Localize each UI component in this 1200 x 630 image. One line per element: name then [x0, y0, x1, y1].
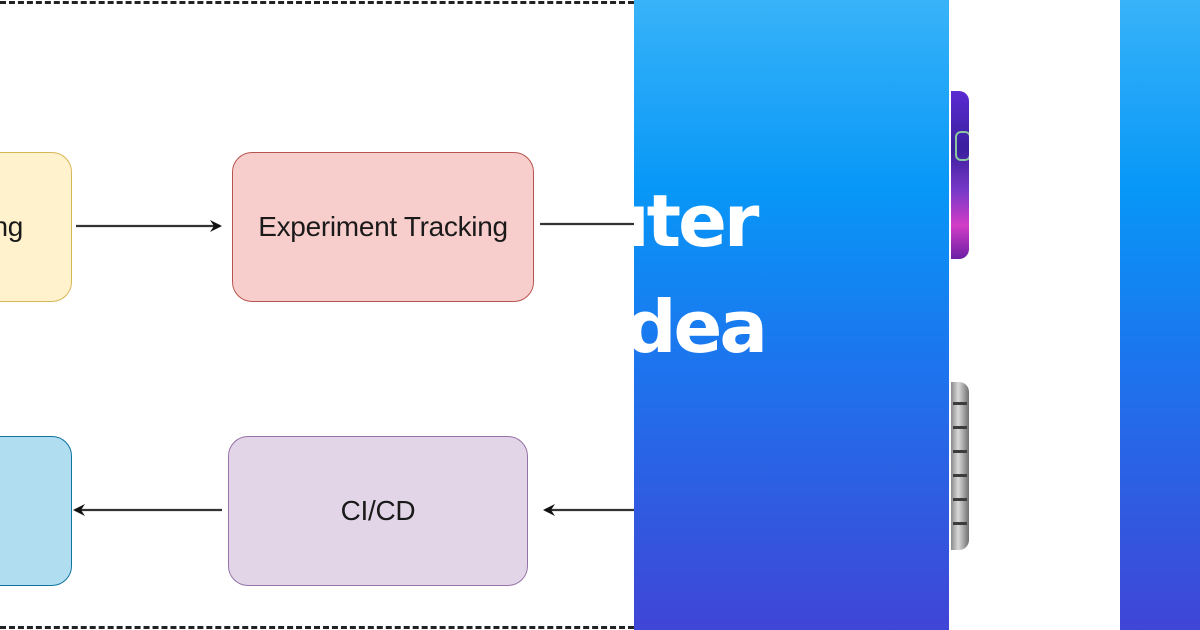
- promo-headline-line-2: dea: [634, 285, 768, 369]
- keyboard-key-row: [953, 402, 967, 405]
- keyboard-key-row: [953, 426, 967, 429]
- diagram-border-bottom: [0, 626, 634, 629]
- node-experiment-tracking-label: Experiment Tracking: [258, 211, 508, 242]
- thumbnail-keyboard-image[interactable]: [951, 382, 969, 550]
- keyboard-key-row: [953, 498, 967, 501]
- diagram-edges: [73, 220, 634, 516]
- promo-panel-right-edge: [1120, 0, 1200, 630]
- node-left-top: ng: [0, 152, 72, 302]
- thumbnail-abstract-image[interactable]: [951, 91, 969, 259]
- diagram-panel: ng Experiment Tracking CI/CD: [0, 0, 634, 630]
- card-gap: [949, 0, 1120, 630]
- node-experiment-tracking: Experiment Tracking: [232, 152, 534, 302]
- node-left-top-label: ng: [0, 211, 23, 242]
- promo-headline-line-1: ıter: [634, 179, 759, 263]
- node-ci-cd: CI/CD: [228, 436, 528, 586]
- keyboard-key-row: [953, 450, 967, 453]
- promo-headline: ıter dea: [634, 168, 768, 380]
- keyboard-key-row: [953, 474, 967, 477]
- abstract-image-icon: [955, 131, 969, 161]
- diagram-border-top: [0, 1, 634, 4]
- promo-panel: ıter dea: [634, 0, 949, 630]
- node-ci-cd-label: CI/CD: [340, 495, 416, 526]
- keyboard-key-row: [953, 522, 967, 525]
- node-left-bottom: [0, 436, 72, 586]
